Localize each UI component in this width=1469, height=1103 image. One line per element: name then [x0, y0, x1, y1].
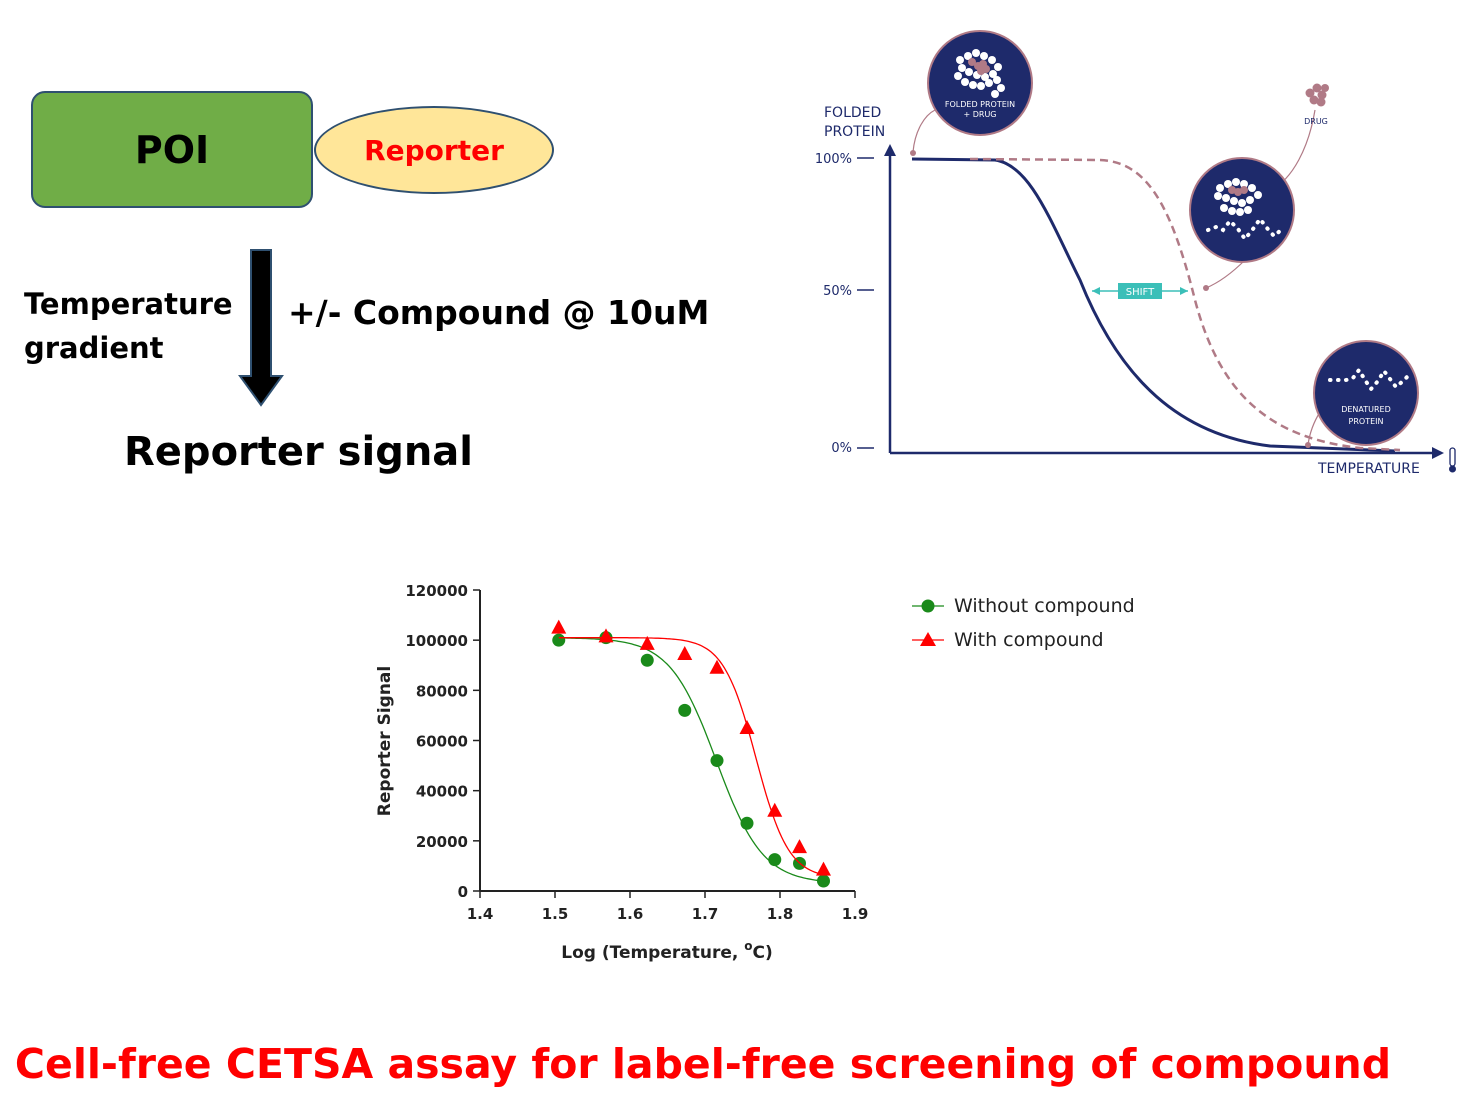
chart-y-tick-label: 0 [458, 883, 468, 901]
chart-plot-area: 0 20000 40000 60000 80000 100000 120000 1.4 1.5 1… [405, 582, 868, 923]
chart-x-tick-label: 1.5 [542, 905, 569, 923]
denatured-line1: DENATURED [1341, 405, 1391, 414]
chart-x-label-main: Log (Temperature, [561, 943, 744, 963]
chart-x-label-end: C) [753, 943, 773, 963]
thermal-shift-illustration: 100% 50% 0% FOLDED PROTEIN TEMPERATURE S… [815, 30, 1456, 477]
drug-label: DRUG [1304, 117, 1328, 126]
chart-y-tick-label: 100000 [405, 632, 468, 650]
illus-leader-folded [912, 109, 936, 153]
illus-y-arrowhead [884, 144, 896, 156]
compound-label: +/- Compound @ 10uM [288, 293, 710, 332]
temperature-label-line1: Temperature [24, 287, 233, 321]
chart-x-label: Log (Temperature, oC) [561, 939, 773, 963]
data-point-series-1 [677, 645, 693, 660]
dose-response-chart: 0 20000 40000 60000 80000 100000 120000 1.4 1.5 1… [375, 582, 1135, 963]
fit-curve-series-1 [558, 637, 824, 876]
data-point-series-0 [552, 633, 566, 647]
chart-x-tick-label: 1.6 [617, 905, 644, 923]
data-point-series-1 [767, 802, 783, 817]
illus-tick-label-0: 0% [831, 441, 852, 456]
legend-item-with-compound: With compound [912, 629, 1104, 651]
illus-leader-dot-folded [910, 150, 916, 156]
data-point-series-1 [739, 719, 755, 734]
denatured-protein-icon: DENATURED PROTEIN [1313, 340, 1419, 446]
illus-shift-badge [1118, 283, 1162, 299]
reporter-label: Reporter [364, 133, 504, 167]
legend-label-without-compound: Without compound [954, 595, 1135, 617]
data-point-series-0 [640, 653, 654, 667]
chart-x-tick-label: 1.8 [767, 905, 794, 923]
data-point-series-0 [768, 853, 782, 867]
data-point-series-1 [598, 628, 614, 643]
illus-shift-label: SHIFT [1126, 287, 1155, 298]
footer-caption: Cell-free CETSA assay for label-free scr… [14, 1040, 1392, 1088]
chart-x-tick-label: 1.4 [467, 905, 494, 923]
denatured-line2: PROTEIN [1349, 417, 1384, 426]
data-point-series-1 [639, 635, 655, 650]
folded-drug-line2: + DRUG [963, 110, 996, 119]
chart-y-tick-label: 80000 [416, 682, 468, 700]
illus-leader-dot-denatured [1305, 442, 1311, 448]
illus-leader-shift [1205, 259, 1246, 289]
chart-x-label-sup: o [744, 939, 752, 953]
chart-y-tick-label: 40000 [416, 783, 468, 801]
legend-label-with-compound: With compound [954, 629, 1104, 651]
illus-tick-label-50: 50% [823, 284, 852, 299]
data-point-series-0 [817, 874, 830, 888]
chart-y-tick-label: 20000 [416, 833, 468, 851]
illus-curve-without-drug [911, 157, 1396, 453]
illus-leader-dot-shift [1203, 285, 1209, 291]
chart-x-tick-label: 1.9 [842, 905, 869, 923]
chart-y-tick-label: 120000 [405, 582, 468, 600]
data-point-series-1 [816, 861, 831, 876]
folded-drug-line1: FOLDED PROTEIN [945, 100, 1015, 109]
poi-label: POI [134, 127, 210, 172]
illus-curve-with-drug [969, 157, 1401, 452]
illus-shift-arrowhead-right [1180, 287, 1188, 295]
illus-shift-arrowhead-left [1092, 287, 1100, 295]
illus-x-arrowhead [1432, 447, 1444, 459]
data-point-series-1 [709, 659, 725, 674]
chart-y-label: Reporter Signal [375, 666, 395, 816]
data-point-series-0 [740, 816, 754, 830]
data-point-series-1 [551, 619, 567, 634]
mixed-protein-icon [1189, 157, 1295, 263]
illus-y-title-line2: PROTEIN [824, 124, 885, 140]
illus-tick-label-100: 100% [815, 152, 852, 167]
chart-x-tick-label: 1.7 [692, 905, 719, 923]
temperature-gradient-label: Temperature gradient [24, 282, 233, 370]
legend-item-without-compound: Without compound [912, 595, 1135, 617]
folded-protein-drug-icon: FOLDED PROTEIN + DRUG [927, 30, 1033, 136]
reporter-ellipse: Reporter [314, 106, 554, 194]
illus-y-title-line1: FOLDED [824, 105, 881, 121]
drug-icon: DRUG [1304, 83, 1329, 126]
illus-x-title: TEMPERATURE [1317, 461, 1420, 477]
data-point-series-0 [710, 754, 724, 768]
chart-y-tick-label: 60000 [416, 733, 468, 751]
reporter-signal-label: Reporter signal [124, 429, 474, 475]
data-point-series-0 [678, 703, 692, 717]
temperature-label-line2: gradient [24, 331, 164, 365]
fit-curve-series-0 [558, 637, 824, 882]
poi-box: POI [31, 91, 313, 208]
data-point-series-1 [792, 839, 807, 854]
down-arrow [238, 249, 284, 407]
thermometer-icon [1449, 447, 1456, 473]
chart-legend: Without compound With compound [912, 595, 1135, 651]
